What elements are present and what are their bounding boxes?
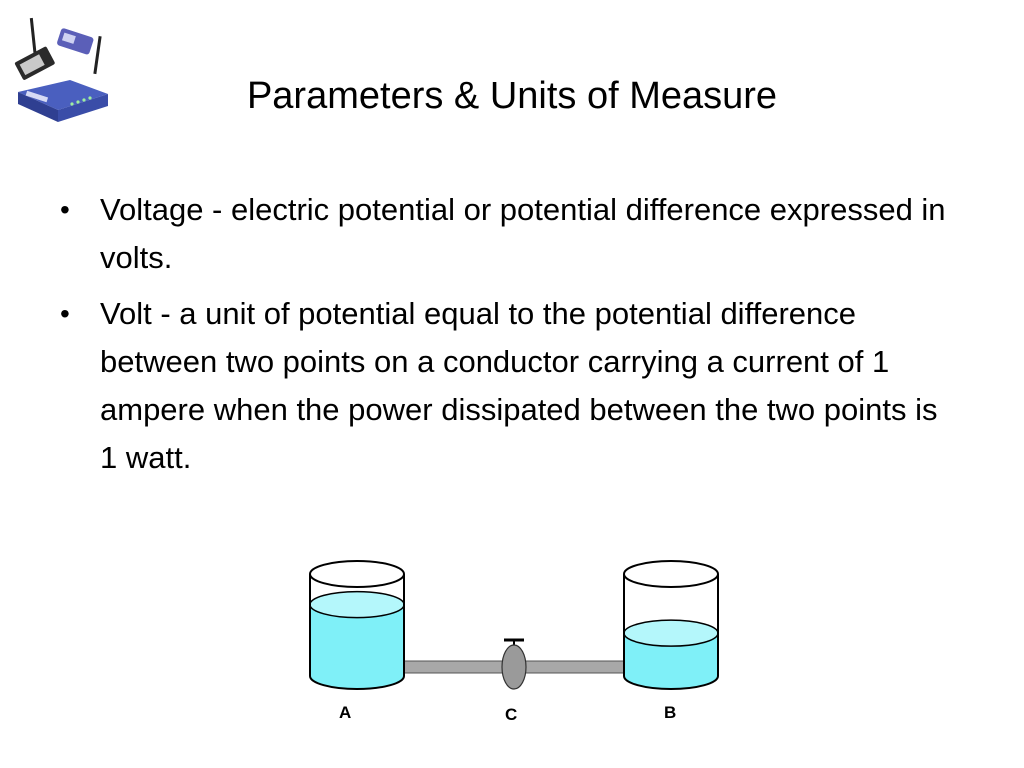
valve-label: C (505, 705, 517, 724)
water-tank-diagram: A C B (309, 560, 719, 724)
tank-a-label: A (339, 703, 351, 722)
tank-a-water-surface (309, 590, 405, 619)
tank-b-label: B (664, 703, 676, 722)
bullet-marker: • (60, 194, 70, 225)
tank-b (623, 560, 719, 690)
tank-b-bottom (624, 663, 718, 689)
valve-c (501, 638, 527, 690)
bullet-marker: • (60, 298, 70, 329)
bullet-item: • Volt - a unit of potential equal to th… (60, 290, 960, 482)
bullet-text: Volt - a unit of potential equal to the … (100, 296, 938, 475)
tank-a (309, 560, 405, 690)
bullet-text: Voltage - electric potential or potentia… (100, 192, 946, 275)
slide-title: Parameters & Units of Measure (246, 75, 778, 117)
tank-b-water-surface (623, 619, 719, 647)
network-router-icon (14, 17, 108, 122)
bullet-list: • Voltage - electric potential or potent… (60, 186, 960, 490)
tank-a-bottom (310, 663, 404, 689)
bullet-item: • Voltage - electric potential or potent… (60, 186, 960, 282)
